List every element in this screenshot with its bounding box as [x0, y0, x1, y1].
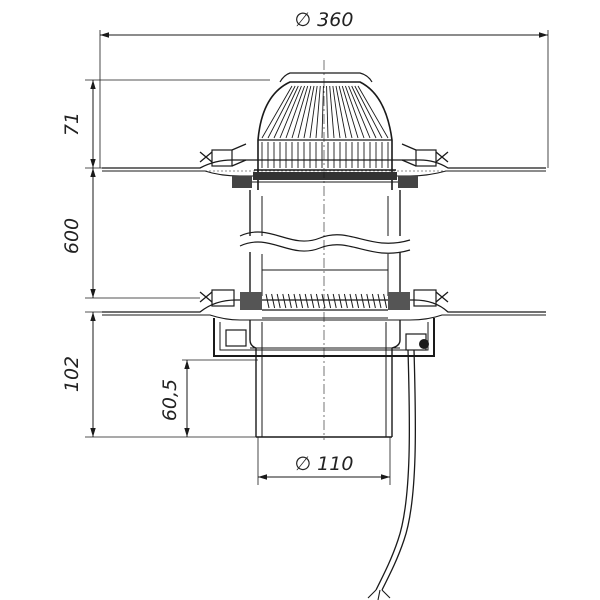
dome-rib: [309, 85, 318, 139]
clamp-tooth: [321, 293, 326, 309]
dome-rib: [351, 85, 377, 139]
outlet-pipe: [249, 320, 401, 438]
dome-rib: [285, 85, 305, 139]
overall-diameter-label: ∅ 360: [295, 9, 354, 31]
clamp-tooth: [304, 293, 309, 309]
dome-rib: [332, 85, 341, 139]
clamp-tooth: [377, 293, 382, 309]
clamp-tooth: [360, 293, 365, 309]
clamp-tooth: [310, 293, 315, 309]
dome-rib: [297, 85, 312, 139]
clamp-tooth: [293, 293, 298, 309]
heating-bracket: [213, 318, 435, 357]
dome-rib: [321, 85, 324, 139]
clamp-tooth: [265, 293, 270, 309]
clamp-tooth: [355, 293, 360, 309]
vertical-dimensions: 71 600 102 60,5: [61, 79, 270, 438]
riser-pipe: [239, 190, 411, 296]
clamp-tooth: [299, 293, 304, 309]
bottom-height-label: 102: [61, 356, 83, 392]
clamp-tooth: [315, 293, 320, 309]
dome-rib: [345, 85, 365, 139]
dome-rib: [279, 85, 302, 139]
overall-diameter-dimension: ∅ 360: [99, 9, 549, 168]
dome-rib: [267, 85, 296, 139]
dome-rib: [335, 85, 347, 139]
dome-grating: [250, 72, 400, 190]
clamp-tooth: [343, 293, 348, 309]
dome-rib: [273, 85, 299, 139]
clamp-tooth: [287, 293, 292, 309]
heating-cable: [367, 349, 417, 600]
dome-rib: [357, 85, 389, 139]
dome-rib: [341, 85, 359, 139]
pipe-diameter-dimension: ∅ 110: [257, 437, 391, 485]
dome-rib: [329, 85, 335, 139]
pipe-diameter-label: ∅ 110: [295, 453, 354, 475]
clamp-ring: [240, 292, 410, 319]
inner-height-label: 60,5: [159, 379, 181, 421]
dome-rib: [338, 85, 353, 139]
lower-wing-nuts: [199, 289, 449, 307]
dome-rib: [354, 85, 383, 139]
lower-membrane: [102, 299, 546, 321]
middle-height-label: 600: [61, 218, 83, 254]
clamp-tooth: [349, 293, 354, 309]
dome-rib: [326, 85, 329, 139]
clamp-tooth: [371, 293, 376, 309]
clamp-tooth: [366, 293, 371, 309]
clamp-tooth: [338, 293, 343, 309]
clamp-tooth: [282, 293, 287, 309]
clamp-tooth: [327, 293, 332, 309]
dome-rib: [291, 85, 309, 139]
top-height-label: 71: [61, 112, 83, 136]
clamp-tooth: [383, 293, 388, 309]
dome-rib: [348, 85, 371, 139]
dome-rib: [303, 85, 315, 139]
upper-wing-nuts: [199, 143, 449, 188]
clamp-tooth: [276, 293, 281, 309]
dome-rib: [315, 85, 321, 139]
dome-rib: [261, 85, 293, 139]
clamp-tooth: [332, 293, 337, 309]
clamp-tooth: [271, 293, 276, 309]
